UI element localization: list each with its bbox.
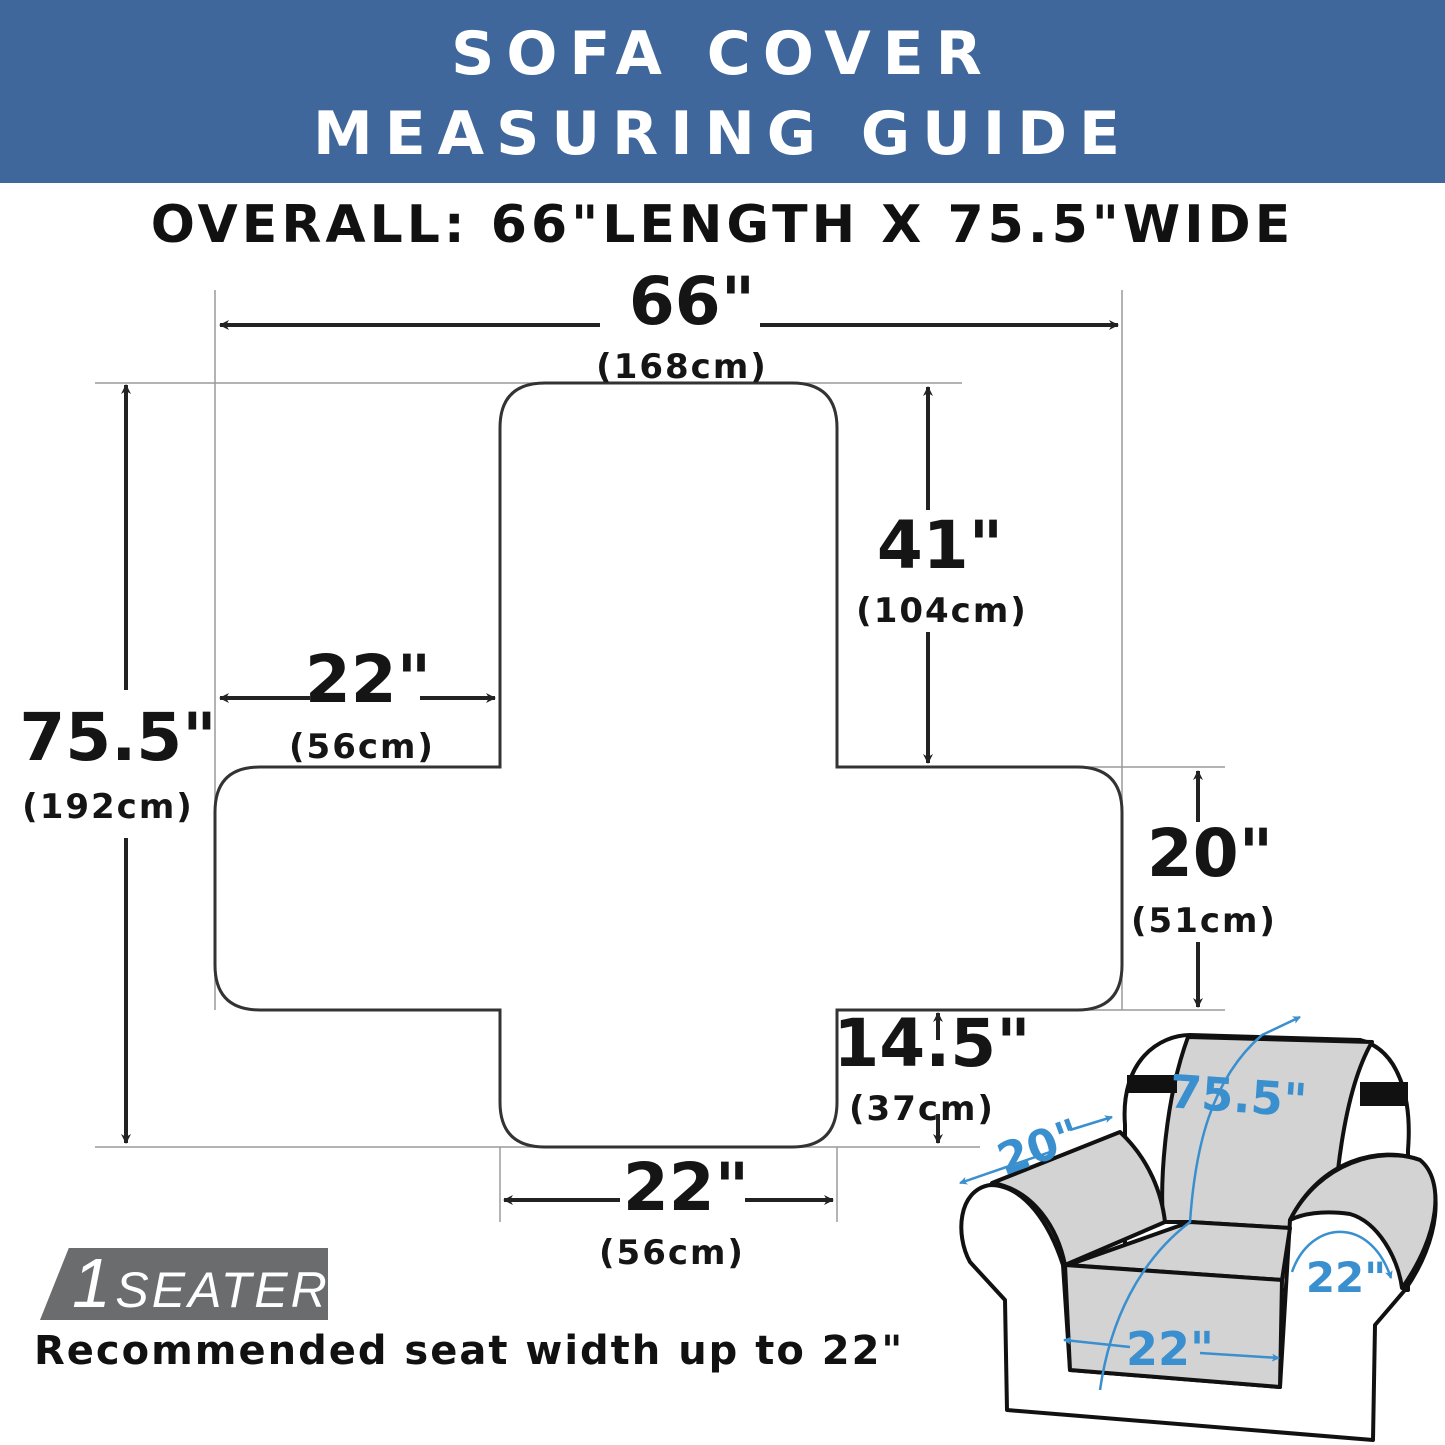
chair-arm-side-label: 22" — [1306, 1253, 1386, 1302]
chair-length-label: 75.5" — [1168, 1064, 1309, 1127]
chair-measure-lines — [959, 1015, 1393, 1391]
back-height-cm: (104cm) — [856, 591, 1028, 631]
dimension-arrows — [121, 320, 1203, 1205]
cover-outline — [213, 381, 1124, 1149]
overall-dimensions: OVERALL: 66"LENGTH X 75.5"WIDE — [150, 195, 1295, 255]
seat-width-inches: 22" — [623, 1149, 749, 1226]
chair-seat-label: 22" — [1126, 1322, 1214, 1376]
arm-depth-cm: (51cm) — [1131, 901, 1277, 941]
armchair-illustration — [959, 1033, 1438, 1442]
length-cm: (168cm) — [596, 347, 768, 387]
header-banner: SOFA COVER MEASURING GUIDE — [0, 0, 1445, 183]
flap-cm: (37cm) — [849, 1089, 995, 1129]
seater-word: SEATER — [115, 1262, 330, 1318]
arm-width-inches: 22" — [305, 641, 431, 718]
arm-width-cm: (56cm) — [289, 727, 435, 767]
arm-depth-inches: 20" — [1147, 815, 1273, 892]
flap-inches: 14.5" — [833, 1005, 1030, 1082]
seat-width-cm: (56cm) — [599, 1233, 745, 1273]
title-line-2: MEASURING GUIDE — [312, 99, 1133, 169]
width-inches: 75.5" — [19, 699, 216, 776]
seat-width-recommendation: Recommended seat width up to 22" — [34, 1328, 905, 1374]
seater-number: 1 — [72, 1244, 111, 1322]
seater-badge — [40, 1248, 328, 1320]
back-height-inches: 41" — [877, 507, 1003, 584]
width-cm: (192cm) — [22, 787, 194, 827]
title-line-1: SOFA COVER — [451, 19, 994, 89]
length-inches: 66" — [629, 263, 755, 340]
seater-badge-text: 1 SEATER — [72, 1246, 330, 1320]
